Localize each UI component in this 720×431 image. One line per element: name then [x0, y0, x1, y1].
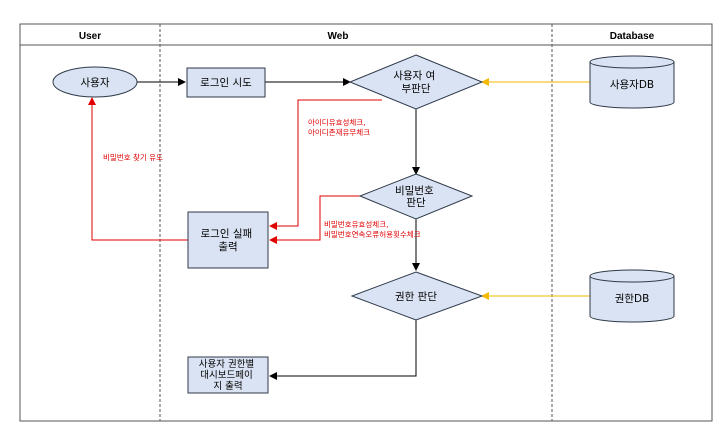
edge-user-check-fail: [269, 99, 382, 230]
user-check-node: 사용자 여 부판단: [348, 54, 484, 110]
lane-title-user: User: [79, 31, 101, 42]
user-check-label-line-1: 사용자 여: [393, 70, 435, 82]
lane-title-web: Web: [328, 31, 349, 42]
login-attempt-label: 로그인 시도: [200, 77, 252, 89]
user-db-label: 사용자DB: [610, 79, 654, 91]
permission-db-node: 권한DB: [589, 269, 675, 323]
password-check-label-line-1: 비밀번호: [395, 185, 434, 197]
edge-label-id-checks-line-1: 아이디유효성체크,: [308, 117, 366, 127]
permission-check-label: 권한 판단: [395, 291, 437, 303]
user-actor-node: 사용자: [52, 66, 138, 98]
dashboard-output-label-line-3: 지 출력: [213, 380, 242, 392]
edge-label-find-password: 비밀번호 찾기 유도: [103, 152, 163, 162]
dashboard-output-label-line-2: 대시보드페이: [200, 370, 252, 381]
user-db-node: 사용자DB: [589, 55, 675, 109]
login-fail-label-line-2: 출력: [218, 241, 237, 253]
password-check-node: 비밀번호 판단: [358, 173, 474, 220]
swimlane-frame: [19, 23, 713, 422]
login-attempt-node: 로그인 시도: [186, 67, 266, 98]
edge-label-id-checks: 아이디유효성체크, 아이디존재유무체크: [308, 117, 370, 137]
password-check-label-line-2: 판단: [406, 197, 426, 209]
edge-label-id-checks-line-2: 아이디존재유무체크: [308, 127, 370, 137]
user-check-label-line-2: 부판단: [402, 83, 431, 95]
permission-check-node: 권한 판단: [350, 271, 484, 321]
edge-fail-to-user: [88, 97, 188, 241]
login-fail-node: 로그인 실패 출력: [187, 211, 269, 269]
edge-password-check-fail: [269, 195, 360, 244]
user-check-label: 사용자 여 부판단: [393, 70, 438, 95]
lane-title-database: Database: [610, 31, 655, 42]
error-edges: [88, 97, 382, 244]
edge-label-password-checks-line-1: 비밀번호유효성체크,: [324, 219, 388, 229]
edge-permission-check-to-dashboard: [269, 320, 417, 380]
edge-label-password-checks-line-2: 비밀번호연속오류허용횟수체크: [324, 229, 421, 239]
dashboard-output-node: 사용자 권한별 대시보드페이 지 출력: [187, 356, 269, 394]
password-check-label: 비밀번호 판단: [395, 185, 437, 209]
permission-db-label: 권한DB: [615, 293, 650, 305]
db-edges: [481, 78, 590, 300]
user-actor-label: 사용자: [81, 77, 110, 89]
login-fail-label: 로그인 실패 출력: [201, 228, 256, 253]
dashboard-output-label: 사용자 권한별 대시보드페이 지 출력: [199, 358, 258, 392]
login-fail-label-line-1: 로그인 실패: [201, 228, 253, 240]
flow-edges: [137, 78, 420, 380]
edge-label-password-checks: 비밀번호유효성체크, 비밀번호연속오류허용횟수체크: [324, 219, 421, 239]
dashboard-output-label-line-1: 사용자 권한별: [199, 358, 254, 370]
